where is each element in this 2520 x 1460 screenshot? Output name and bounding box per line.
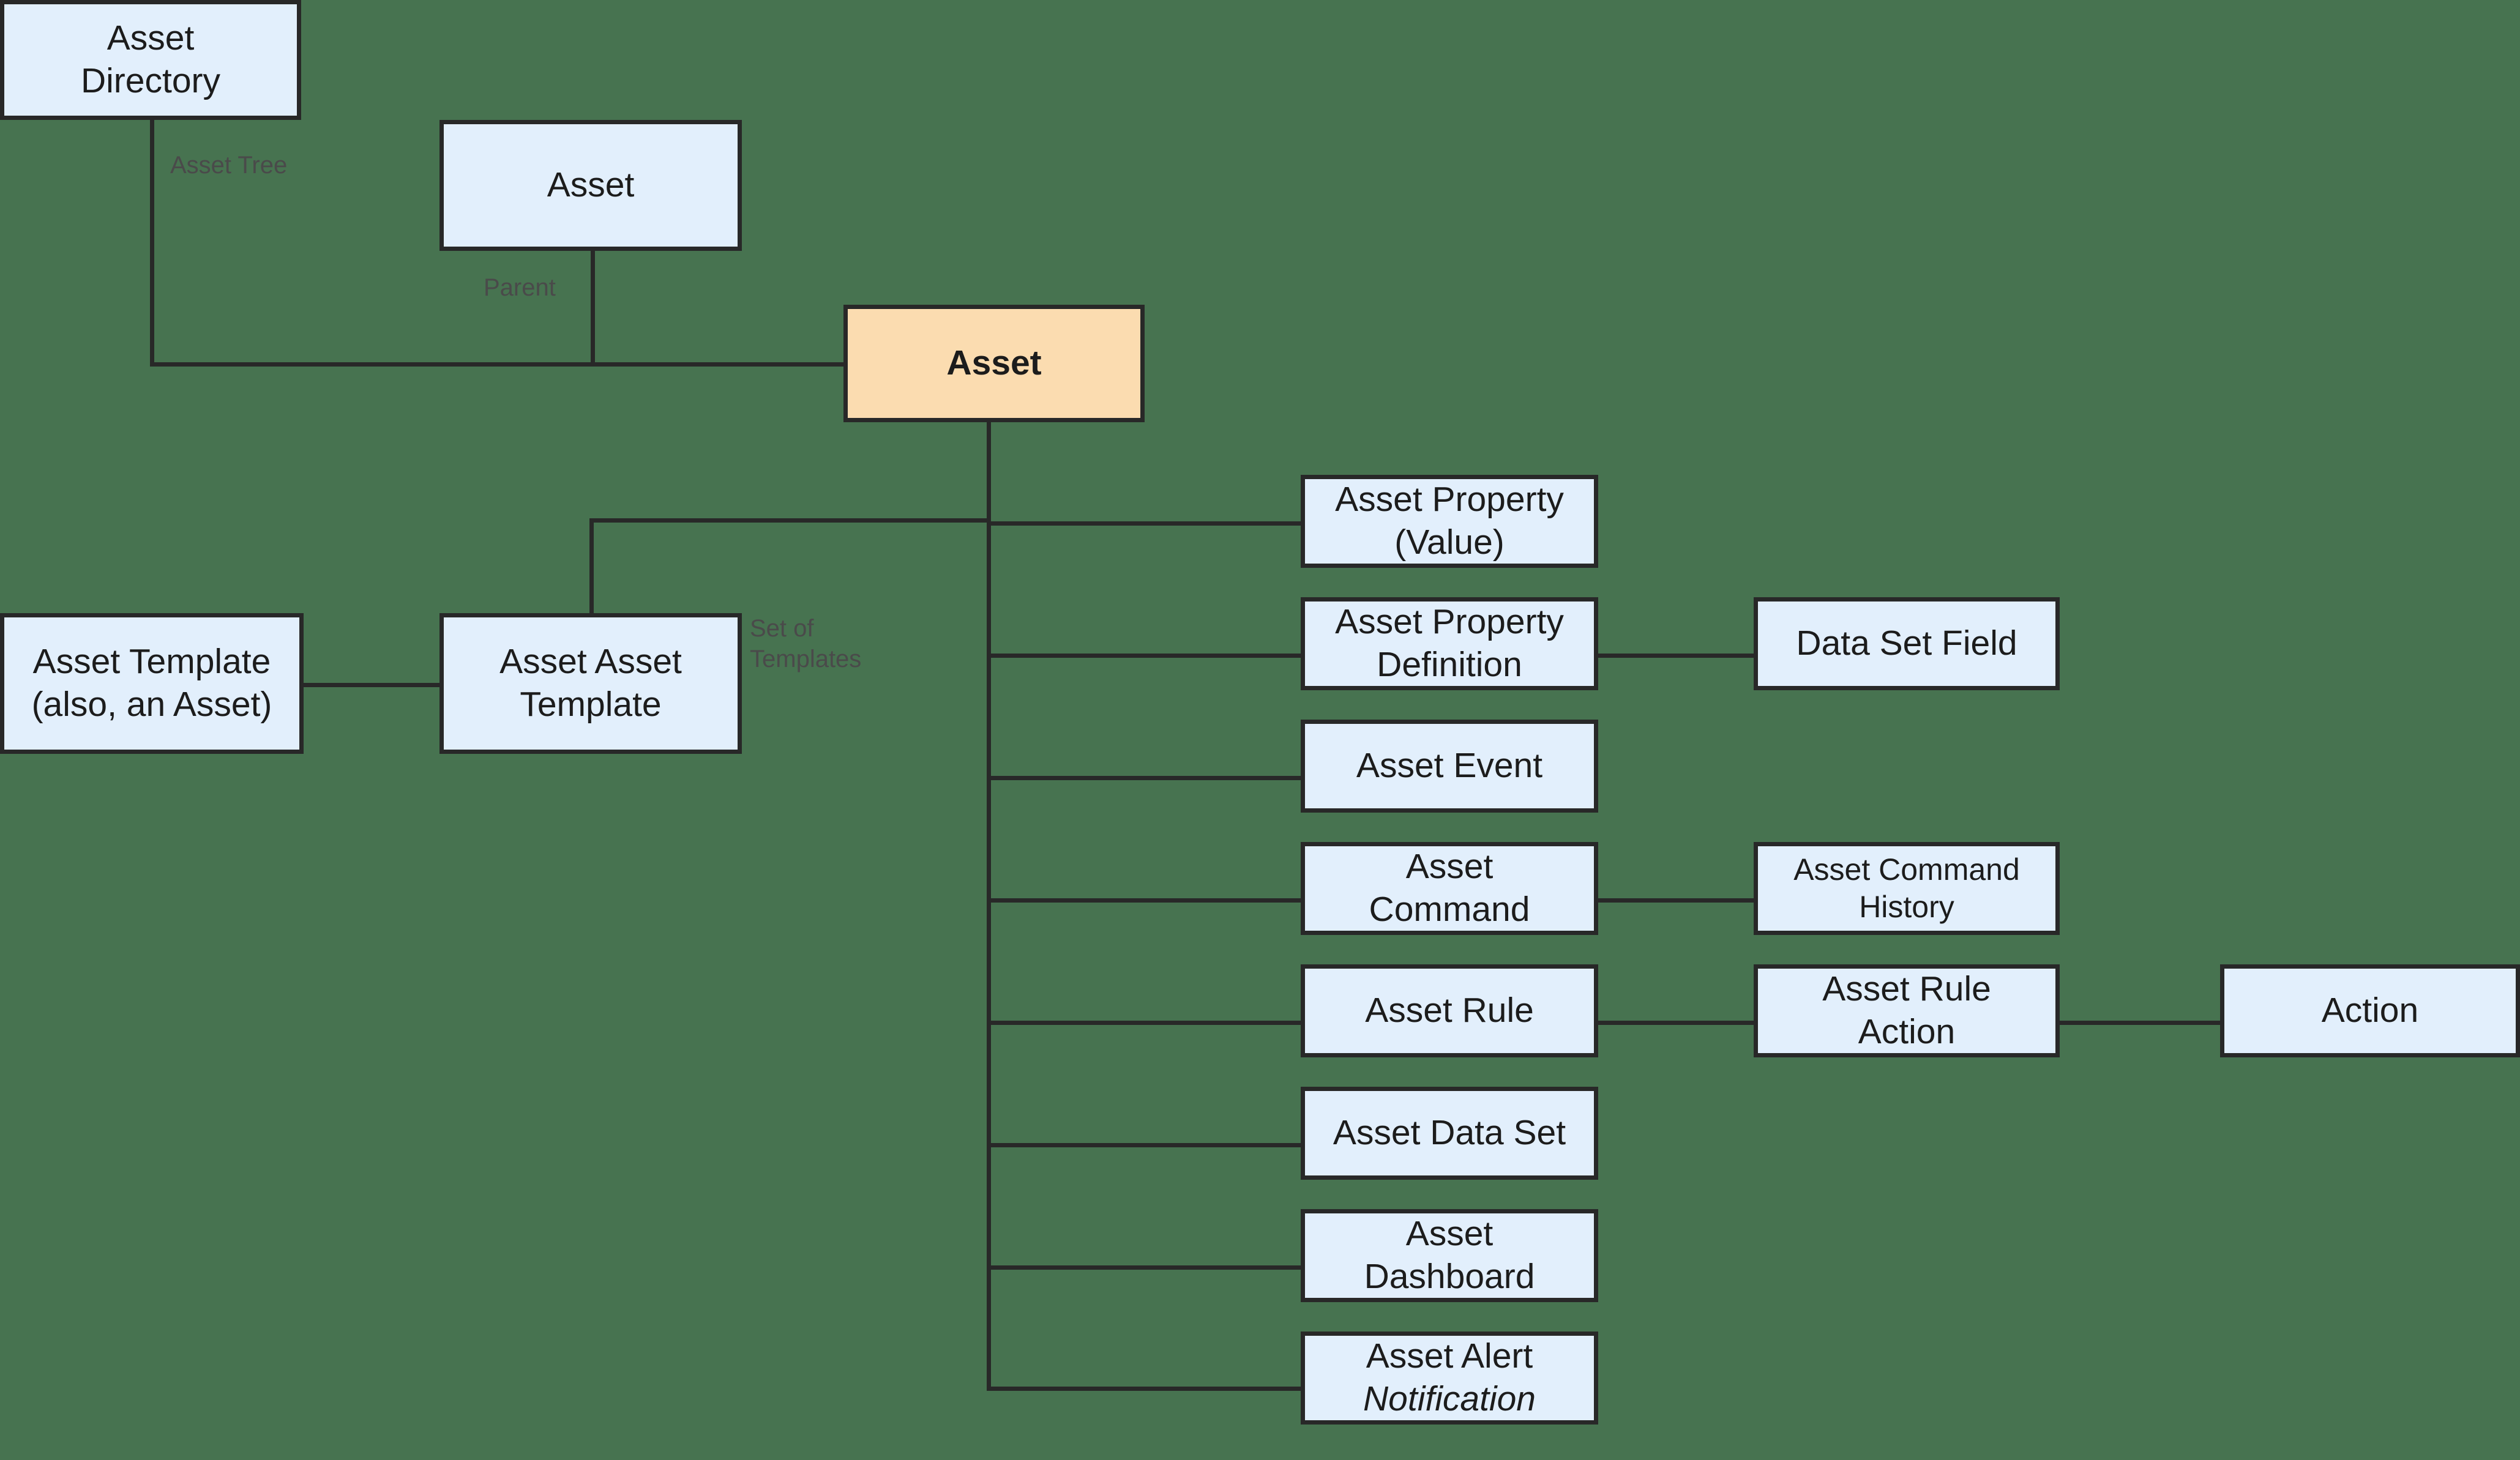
node-asset-command-history[interactable]: Asset Command History [1754, 842, 2060, 935]
edge-parent-asset-vertical [591, 251, 595, 365]
edge-template-branch-vertical [589, 518, 594, 613]
edge-property-definition-to-data-set-field [1596, 654, 1757, 658]
node-asset-rule-action[interactable]: Asset Rule Action [1754, 964, 2060, 1057]
node-action[interactable]: Action [2220, 964, 2520, 1057]
node-asset-event[interactable]: Asset Event [1301, 720, 1598, 813]
edge-branch-asset-property-definition [987, 654, 1305, 658]
node-asset-asset-template[interactable]: Asset Asset Template [439, 613, 742, 754]
node-asset-property-definition[interactable]: Asset Property Definition [1301, 597, 1598, 690]
edge-label-set-of-templates: Set of Templates [750, 615, 862, 672]
edge-branch-asset-event [987, 776, 1305, 780]
node-asset-data-set[interactable]: Asset Data Set [1301, 1087, 1598, 1180]
edge-spine-to-root [150, 362, 848, 367]
edge-root-trunk-vertical [987, 422, 991, 1389]
edge-branch-asset-dashboard [987, 1265, 1305, 1270]
node-asset-directory[interactable]: Asset Directory [0, 0, 301, 120]
edge-asset-directory-vertical [150, 120, 154, 365]
edge-rule-action-to-action [2060, 1021, 2220, 1025]
node-data-set-field[interactable]: Data Set Field [1754, 597, 2060, 690]
node-asset-alert-line2: Notification [1363, 1379, 1536, 1418]
edge-rule-to-rule-action [1596, 1021, 1757, 1025]
node-asset-root[interactable]: Asset [843, 305, 1145, 422]
node-asset-rule[interactable]: Asset Rule [1301, 964, 1598, 1057]
edge-branch-asset-alert [987, 1387, 1305, 1391]
node-asset-alert-line1: Asset Alert [1366, 1336, 1533, 1376]
node-asset-command[interactable]: Asset Command [1301, 842, 1598, 935]
edge-command-to-command-history [1596, 898, 1757, 903]
node-asset-template[interactable]: Asset Template (also, an Asset) [0, 613, 304, 754]
edge-branch-asset-command [987, 898, 1305, 903]
node-asset-parent[interactable]: Asset [439, 120, 742, 251]
node-asset-alert-notification[interactable]: Asset Alert Notification [1301, 1332, 1598, 1425]
edge-asset-template-link [304, 683, 439, 687]
edge-label-asset-tree: Asset Tree [170, 152, 288, 179]
edge-branch-asset-property-value [987, 521, 1305, 526]
edge-branch-asset-data-set [987, 1143, 1305, 1147]
edge-label-parent: Parent [484, 274, 556, 301]
node-asset-property-value[interactable]: Asset Property (Value) [1301, 475, 1598, 568]
edge-branch-asset-rule [987, 1021, 1305, 1025]
edge-trunk-to-template-branch [589, 518, 991, 523]
node-asset-dashboard[interactable]: Asset Dashboard [1301, 1209, 1598, 1302]
